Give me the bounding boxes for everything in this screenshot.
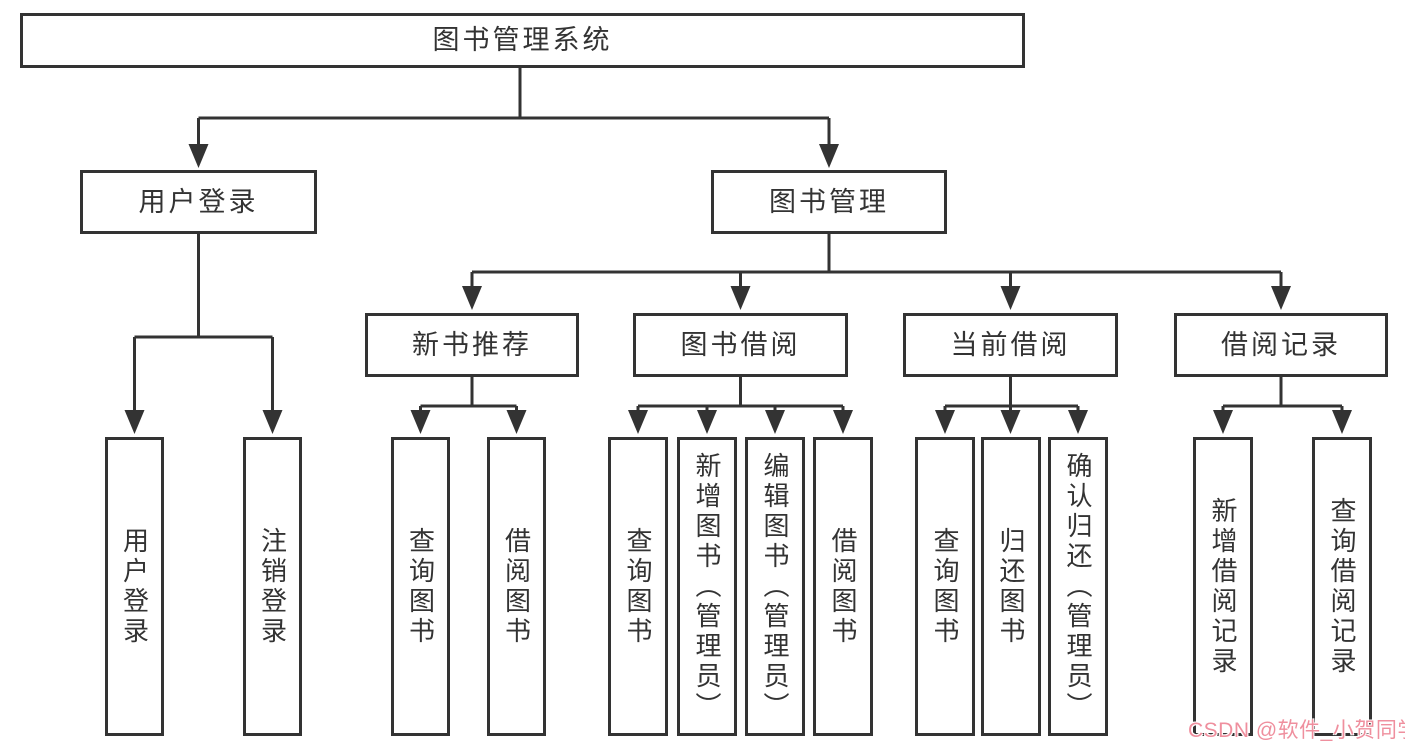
arrow-down-icon — [462, 286, 482, 310]
arrow-down-icon — [262, 410, 283, 434]
arrow-down-icon — [935, 410, 955, 434]
node-current-borrow: 当前借阅 — [903, 313, 1118, 377]
connector-current-borrow — [943, 377, 1080, 413]
node-book-borrow-label: 图书借阅 — [680, 329, 801, 360]
leaf-query-books-recommend: 查询图书 — [391, 437, 450, 736]
arrow-down-icon — [1213, 410, 1233, 434]
leaf-query-books-recommend-label: 查询图书 — [405, 526, 436, 647]
connector-new-book-recommend — [419, 377, 518, 413]
node-borrow-records-label: 借阅记录 — [1221, 329, 1341, 360]
arrow-down-icon — [819, 144, 839, 168]
leaf-confirm-return-admin: 确认归还（管理员） — [1048, 437, 1108, 736]
arrow-down-icon — [765, 410, 785, 434]
leaf-logout-label: 注销登录 — [257, 526, 288, 647]
leaf-add-borrow-record-label: 新增借阅记录 — [1208, 496, 1238, 677]
leaf-return-books: 归还图书 — [981, 437, 1041, 736]
leaf-borrow-books-recommend: 借阅图书 — [487, 437, 546, 736]
leaf-borrow-books-label: 借阅图书 — [828, 526, 858, 647]
connector-root — [197, 68, 831, 148]
leaf-borrow-books-recommend-label: 借阅图书 — [501, 526, 532, 647]
leaf-query-borrow-record: 查询借阅记录 — [1312, 437, 1372, 736]
connector-book-mgmt — [470, 234, 1283, 289]
node-new-book-recommend: 新书推荐 — [365, 313, 579, 377]
arrow-down-icon — [1068, 410, 1088, 434]
node-root-label: 图书管理系统 — [432, 25, 613, 55]
leaf-user-login: 用户登录 — [105, 437, 164, 736]
node-borrow-records: 借阅记录 — [1174, 313, 1388, 377]
leaf-add-borrow-record: 新增借阅记录 — [1193, 437, 1253, 736]
arrow-down-icon — [1271, 286, 1291, 310]
arrow-down-icon — [1000, 286, 1021, 310]
node-current-borrow-label: 当前借阅 — [950, 329, 1071, 360]
node-user-login: 用户登录 — [80, 170, 317, 234]
leaf-query-books-borrow: 查询图书 — [608, 437, 668, 736]
leaf-edit-books-admin: 编辑图书（管理员） — [745, 437, 805, 736]
arrow-down-icon — [730, 286, 751, 310]
arrow-down-icon — [410, 410, 431, 434]
arrow-down-icon — [628, 410, 648, 434]
arrow-down-icon — [188, 144, 209, 168]
node-root: 图书管理系统 — [20, 13, 1025, 68]
connector-user-login — [133, 234, 274, 413]
csdn-watermark: CSDN @软件_小贺同学 — [1188, 719, 1405, 742]
node-book-mgmt-label: 图书管理 — [769, 186, 889, 217]
connector-lines — [133, 68, 1344, 413]
node-book-mgmt: 图书管理 — [711, 170, 947, 234]
leaf-confirm-return-admin-label: 确认归还（管理员） — [1063, 451, 1093, 722]
arrow-down-icon — [1000, 410, 1021, 434]
node-new-book-recommend-label: 新书推荐 — [412, 329, 532, 360]
arrow-down-icon — [697, 410, 717, 434]
arrowheads — [124, 144, 1352, 434]
connector-borrow-records — [1221, 377, 1344, 413]
leaf-query-books-borrow-label: 查询图书 — [623, 526, 653, 647]
leaf-edit-books-admin-label: 编辑图书（管理员） — [760, 451, 790, 722]
node-user-login-label: 用户登录 — [138, 186, 259, 217]
leaf-query-books-current: 查询图书 — [915, 437, 975, 736]
leaf-query-books-current-label: 查询图书 — [930, 526, 960, 647]
arrow-down-icon — [1332, 410, 1352, 434]
node-book-borrow: 图书借阅 — [633, 313, 848, 377]
leaf-add-books-admin-label: 新增图书（管理员） — [692, 451, 722, 722]
leaf-return-books-label: 归还图书 — [996, 526, 1026, 647]
leaf-logout: 注销登录 — [243, 437, 302, 736]
arrow-down-icon — [833, 410, 853, 434]
connector-book-borrow — [636, 377, 845, 413]
arrow-down-icon — [124, 410, 145, 434]
leaf-borrow-books: 借阅图书 — [813, 437, 873, 736]
leaf-query-borrow-record-label: 查询借阅记录 — [1327, 496, 1357, 677]
leaf-add-books-admin: 新增图书（管理员） — [677, 437, 737, 736]
leaf-user-login-label: 用户登录 — [119, 526, 150, 647]
arrow-down-icon — [506, 410, 527, 434]
